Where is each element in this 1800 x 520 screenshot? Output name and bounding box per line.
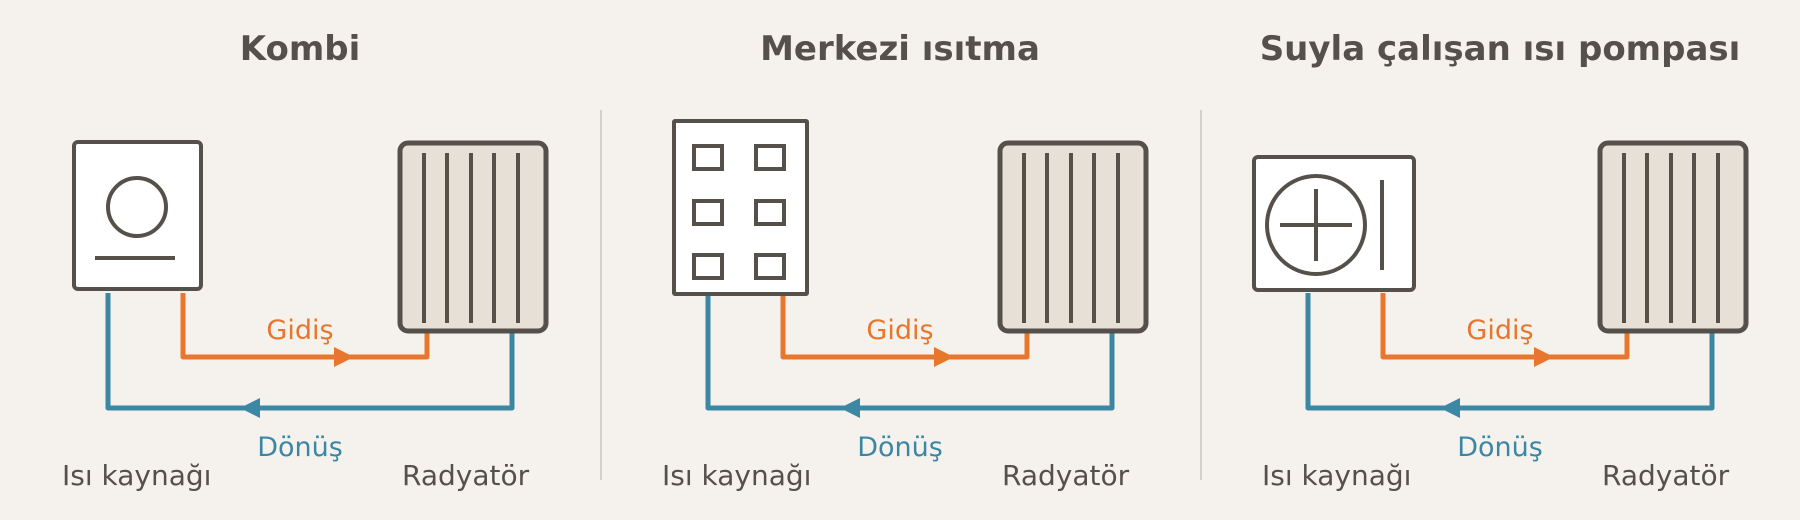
panel-kombi: Kombi Gidiş Dönüş Isı kaynağı Radyatör	[62, 29, 549, 492]
radiator-icon	[997, 140, 1149, 334]
panel-title: Merkezi ısıtma	[760, 29, 1040, 69]
boiler-icon	[72, 140, 203, 291]
panel-title: Kombi	[240, 29, 361, 69]
return-label: Dönüş	[257, 432, 343, 463]
radiator-label: Radyatör	[1602, 459, 1730, 492]
supply-label: Gidiş	[866, 315, 933, 346]
radiator-label: Radyatör	[1002, 459, 1130, 492]
return-label: Dönüş	[1457, 432, 1543, 463]
panel-merkezi: Merkezi ısıtma Gidiş Dönüş Isı kaynağı R…	[662, 29, 1149, 492]
radiator-icon	[1597, 140, 1749, 334]
central-plant-icon	[672, 119, 809, 296]
source-label: Isı kaynağı	[662, 459, 811, 492]
heat-pump-fan-icon	[1252, 155, 1416, 292]
supply-label: Gidiş	[1466, 315, 1533, 346]
radiator-icon	[397, 140, 549, 334]
radiator-label: Radyatör	[402, 459, 530, 492]
panel-isi-pompasi: Suyla çalışan ısı pompası Gidiş Dönüş Is…	[1252, 29, 1749, 492]
source-label: Isı kaynağı	[62, 459, 211, 492]
panel-title: Suyla çalışan ısı pompası	[1260, 29, 1741, 69]
return-label: Dönüş	[857, 432, 943, 463]
supply-label: Gidiş	[266, 315, 333, 346]
source-label: Isı kaynağı	[1262, 459, 1411, 492]
